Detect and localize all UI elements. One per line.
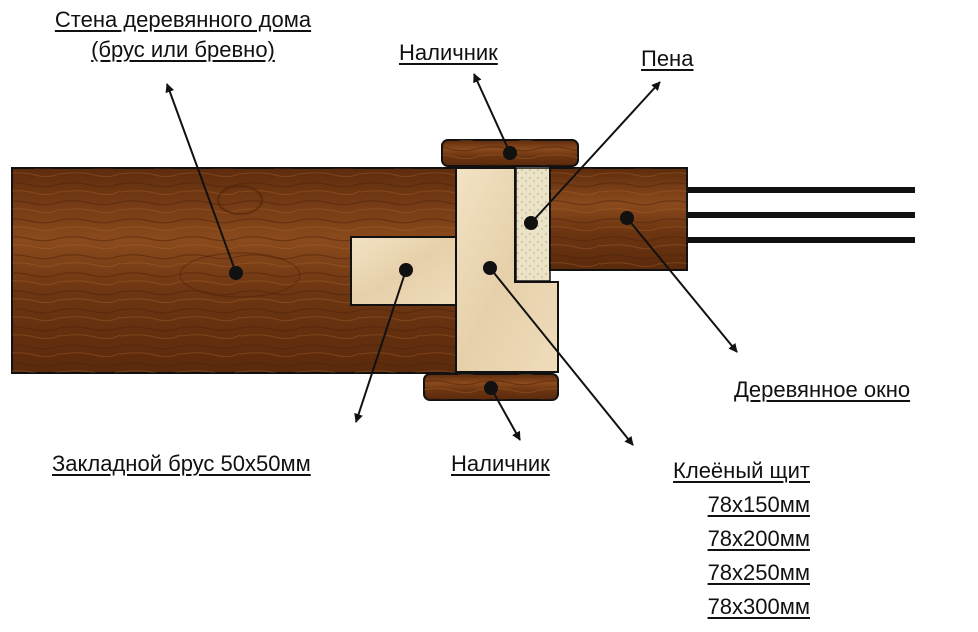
label-shchit-title: Клеёный щит [673,458,810,483]
label-pena: Пена [641,46,694,71]
label-wall-line1: Стена деревянного дома [54,7,312,32]
label-zakladnoy: Закладной брус 50х50мм [52,451,311,476]
label-shchit: Клеёный щит 78х150мм 78х200мм 78х250мм 7… [620,454,810,624]
pointer-arrows [165,73,738,446]
label-window: Деревянное окно [734,377,911,402]
window-glass-lines [687,187,915,243]
label-shchit-size: 78х200мм [707,526,810,551]
label-shchit-size: 78х300мм [707,594,810,619]
label-nalichnik-bottom: Наличник [451,451,550,476]
label-shchit-size: 78х150мм [707,492,810,517]
window-frame-shape [549,167,688,271]
label-shchit-size: 78х250мм [707,560,810,585]
label-wall-line2: (брус или бревно) [91,37,275,62]
label-wall: Стена деревянного дома (брус или бревно) [8,5,358,65]
label-nalichnik-top: Наличник [399,40,498,65]
